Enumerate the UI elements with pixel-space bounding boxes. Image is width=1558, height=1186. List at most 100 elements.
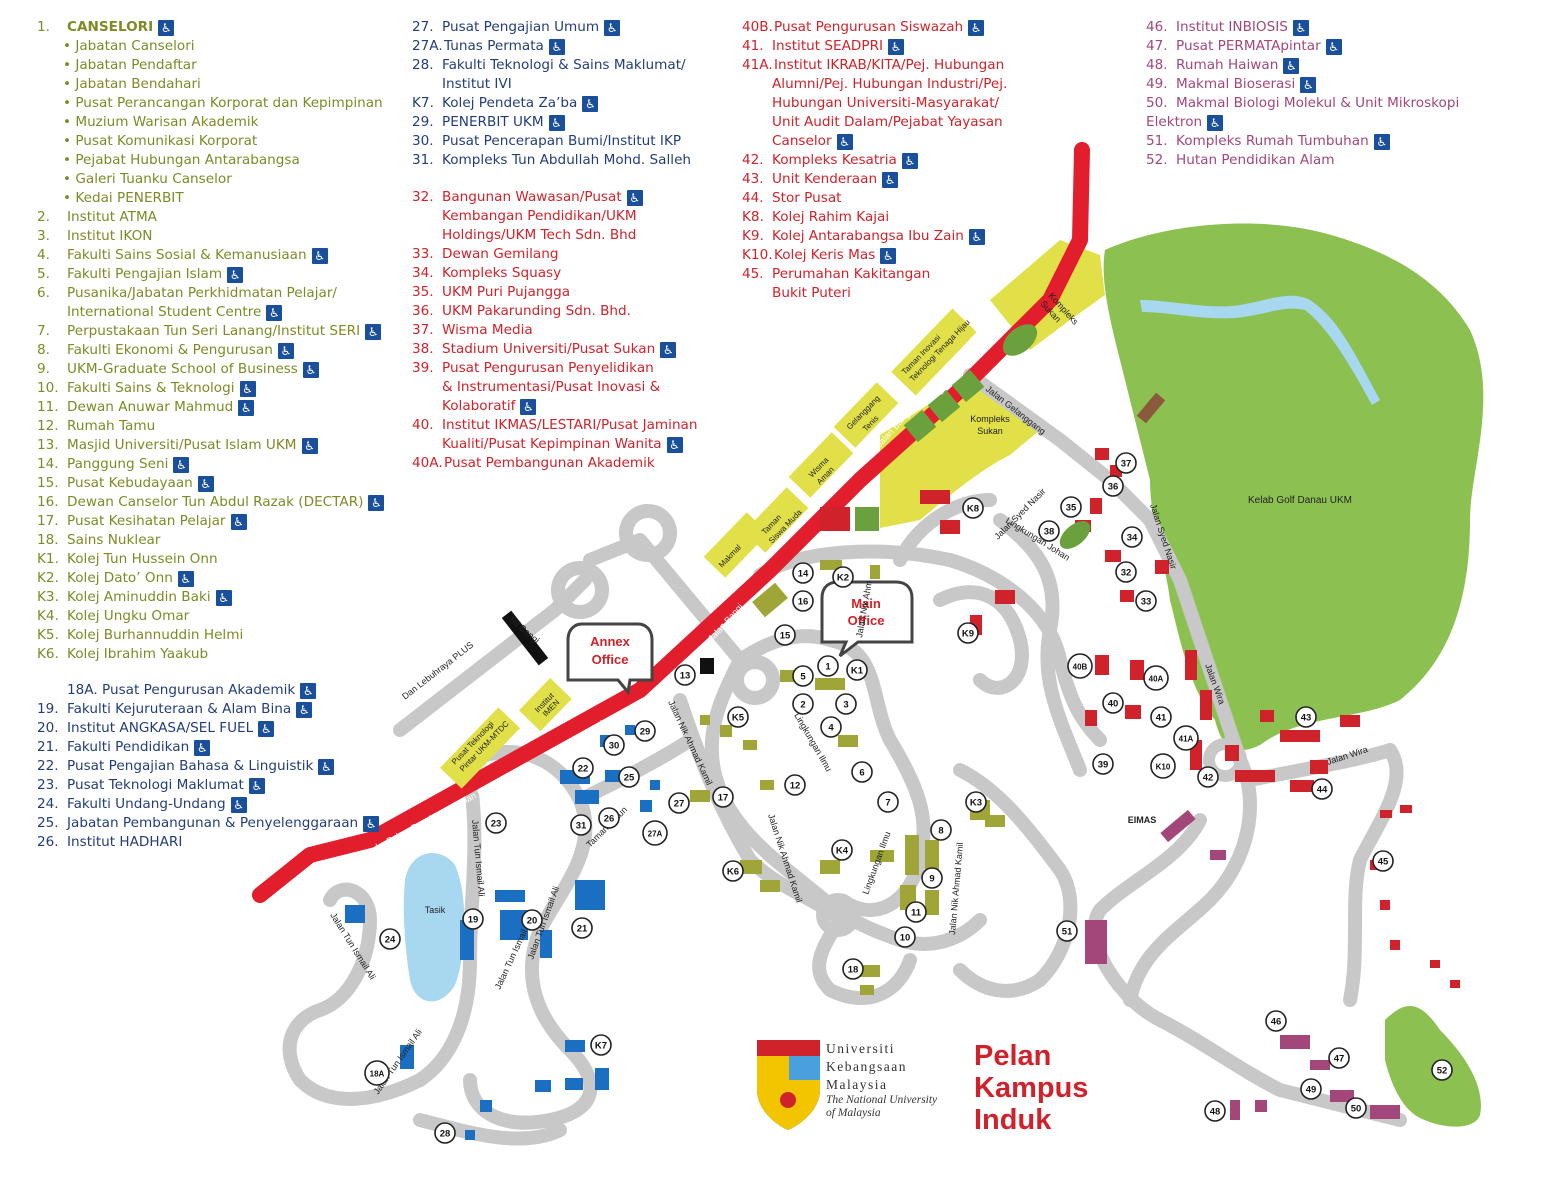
- legend-item-label: Perumahan Kakitangan: [772, 266, 931, 282]
- wheelchair-accessible-icon: ♿: [266, 304, 283, 321]
- map-marker-label: 46: [1271, 1017, 1282, 1028]
- map-marker-29[interactable]: 29: [634, 720, 656, 742]
- map-marker-20[interactable]: 20: [521, 909, 543, 931]
- map-marker-36[interactable]: 36: [1102, 475, 1124, 497]
- map-marker-40b[interactable]: 40B: [1067, 653, 1093, 679]
- legend-item-label: Pusanika/Jabatan Perkhidmatan Pelajar/: [67, 285, 338, 301]
- map-marker-k3[interactable]: K3: [965, 791, 987, 813]
- legend-item-number: K8.: [742, 209, 764, 225]
- map-marker-k4[interactable]: K4: [831, 839, 853, 861]
- map-marker-40a[interactable]: 40A: [1143, 665, 1169, 691]
- map-marker-42[interactable]: 42: [1197, 766, 1219, 788]
- map-marker-41[interactable]: 41: [1150, 706, 1172, 728]
- map-marker-label: 42: [1203, 773, 1214, 784]
- map-marker-15[interactable]: 15: [774, 624, 796, 646]
- legend-item: Institut IVI: [412, 75, 691, 94]
- legend-column-3: 40B.Pusat Pengurusan Siswazah♿41.Institu…: [742, 18, 1007, 303]
- map-marker-21[interactable]: 21: [571, 917, 593, 939]
- map-marker-label: 39: [1098, 760, 1109, 771]
- legend-item: • Jabatan Pendaftar: [37, 56, 384, 75]
- map-marker-27[interactable]: 27: [668, 792, 690, 814]
- map-marker-5[interactable]: 5: [792, 665, 814, 687]
- map-marker-44[interactable]: 44: [1311, 778, 1333, 800]
- map-marker-31[interactable]: 31: [570, 814, 592, 836]
- map-marker-18a[interactable]: 18A: [364, 1060, 390, 1086]
- map-marker-34[interactable]: 34: [1121, 526, 1143, 548]
- map-marker-11[interactable]: 11: [905, 901, 927, 923]
- map-marker-47[interactable]: 47: [1328, 1047, 1350, 1069]
- map-marker-17[interactable]: 17: [712, 786, 734, 808]
- map-marker-12[interactable]: 12: [784, 774, 806, 796]
- map-marker-26[interactable]: 26: [598, 807, 620, 829]
- map-marker-35[interactable]: 35: [1060, 496, 1082, 518]
- map-marker-51[interactable]: 51: [1056, 920, 1078, 942]
- map-marker-41a[interactable]: 41A: [1173, 725, 1199, 751]
- legend-item: 27A.Tunas Permata♿: [412, 37, 691, 56]
- map-marker-3[interactable]: 3: [835, 693, 857, 715]
- map-marker-k7[interactable]: K7: [590, 1034, 612, 1056]
- map-marker-38[interactable]: 38: [1038, 520, 1060, 542]
- legend-item-number: 31.: [412, 152, 434, 168]
- map-marker-label: K5: [732, 713, 745, 724]
- map-marker-32[interactable]: 32: [1115, 561, 1137, 583]
- map-marker-30[interactable]: 30: [603, 734, 625, 756]
- map-marker-22[interactable]: 22: [572, 757, 594, 779]
- map-marker-k8[interactable]: K8: [962, 497, 984, 519]
- map-marker-48[interactable]: 48: [1204, 1100, 1226, 1122]
- legend-item: 4.Fakulti Sains Sosial & Kemanusiaan♿: [37, 246, 384, 265]
- legend-item: 34.Kompleks Squasy: [412, 264, 698, 283]
- map-marker-14[interactable]: 14: [792, 562, 814, 584]
- legend-item-label: Institut IKMAS/LESTARI/Pusat Jaminan: [442, 417, 698, 433]
- annex-office-callout[interactable]: Annex Office: [566, 622, 654, 696]
- legend-item-number: 27A.: [412, 38, 443, 54]
- map-marker-1[interactable]: 1: [817, 655, 839, 677]
- map-marker-label: 18A: [370, 1070, 385, 1079]
- map-marker-16[interactable]: 16: [792, 590, 814, 612]
- map-marker-23[interactable]: 23: [485, 812, 507, 834]
- map-marker-4[interactable]: 4: [820, 716, 842, 738]
- map-marker-7[interactable]: 7: [877, 791, 899, 813]
- map-marker-k9[interactable]: K9: [957, 622, 979, 644]
- map-marker-52[interactable]: 52: [1431, 1059, 1453, 1081]
- map-marker-18[interactable]: 18: [842, 958, 864, 980]
- map-marker-37[interactable]: 37: [1115, 452, 1137, 474]
- legend-item-label: Kolej Ungku Omar: [67, 608, 190, 624]
- map-marker-45[interactable]: 45: [1372, 850, 1394, 872]
- map-marker-39[interactable]: 39: [1092, 753, 1114, 775]
- wheelchair-accessible-icon: ♿: [239, 380, 256, 397]
- map-marker-label: 41: [1156, 713, 1167, 724]
- map-marker-24[interactable]: 24: [379, 928, 401, 950]
- map-marker-8[interactable]: 8: [930, 819, 952, 841]
- wheelchair-accessible-icon: ♿: [311, 247, 328, 264]
- map-marker-k2[interactable]: K2: [832, 566, 854, 588]
- map-marker-9[interactable]: 9: [921, 867, 943, 889]
- map-marker-k1[interactable]: K1: [846, 659, 868, 681]
- map-marker-33[interactable]: 33: [1135, 590, 1157, 612]
- map-marker-k10[interactable]: K10: [1150, 753, 1176, 779]
- map-marker-49[interactable]: 49: [1300, 1078, 1322, 1100]
- map-marker-27a[interactable]: 27A: [642, 820, 668, 846]
- legend-item-label: • Pusat Perancangan Korporat dan Kepimpi…: [63, 95, 383, 111]
- map-marker-6[interactable]: 6: [851, 761, 873, 783]
- wheelchair-accessible-icon: ♿: [227, 266, 244, 283]
- legend-column-2b: 32.Bangunan Wawasan/Pusat♿Kembangan Pend…: [412, 188, 698, 473]
- golf-label: Kelab Golf Danau UKM: [1248, 495, 1352, 506]
- map-marker-k6[interactable]: K6: [722, 860, 744, 882]
- map-marker-43[interactable]: 43: [1295, 706, 1317, 728]
- road-nik-ahmad: [673, 693, 847, 927]
- map-marker-13[interactable]: 13: [674, 664, 696, 686]
- map-marker-19[interactable]: 19: [462, 908, 484, 930]
- map-marker-28[interactable]: 28: [434, 1122, 456, 1144]
- map-marker-2[interactable]: 2: [792, 693, 814, 715]
- map-marker-50[interactable]: 50: [1345, 1097, 1367, 1119]
- legend-item: K7.Kolej Pendeta Za’ba♿: [412, 94, 691, 113]
- wheelchair-accessible-icon: ♿: [197, 475, 214, 492]
- legend-item-label: Fakulti Teknologi & Sains Maklumat/: [442, 57, 686, 73]
- map-marker-25[interactable]: 25: [618, 766, 640, 788]
- map-marker-46[interactable]: 46: [1265, 1010, 1287, 1032]
- map-marker-k5[interactable]: K5: [727, 706, 749, 728]
- main-office-callout[interactable]: Main Office: [820, 580, 914, 658]
- map-marker-label: 41A: [1179, 735, 1194, 744]
- map-marker-40[interactable]: 40: [1102, 692, 1124, 714]
- map-marker-10[interactable]: 10: [894, 926, 916, 948]
